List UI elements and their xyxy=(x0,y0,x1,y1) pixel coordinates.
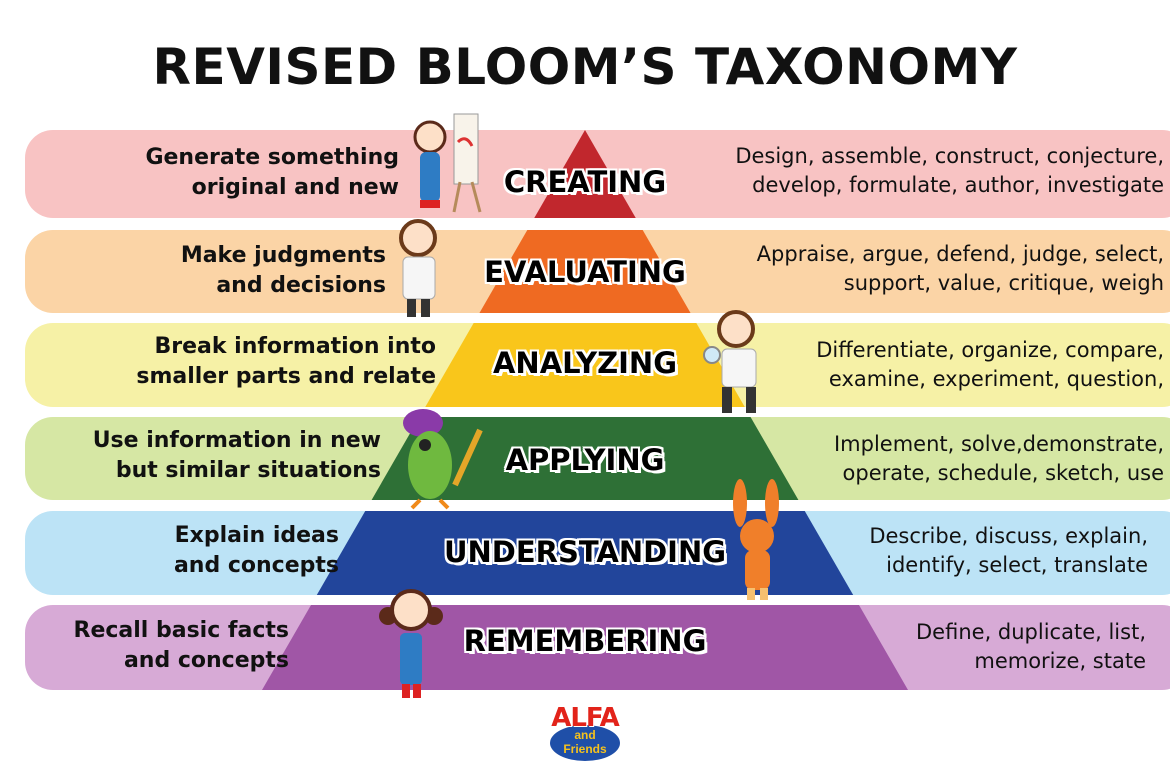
verbs-line: operate, schedule, sketch, use xyxy=(842,461,1164,485)
level-label-evaluating: EVALUATING xyxy=(484,255,686,289)
description-line: Explain ideas xyxy=(174,523,339,548)
description-line: smaller parts and relate xyxy=(136,364,436,389)
description-line: and decisions xyxy=(216,273,386,298)
description-line: and concepts xyxy=(123,648,289,673)
verbs-line: Differentiate, organize, compare, xyxy=(816,338,1164,362)
verbs-line: Describe, discuss, explain, xyxy=(869,524,1148,548)
description-line: but similar situations xyxy=(115,458,381,483)
pyramid-tier-evaluating xyxy=(479,230,691,313)
level-label-analyzing: ANALYZING xyxy=(492,346,677,380)
level-description: Use information in new but similar situat… xyxy=(93,426,381,486)
verbs-line: memorize, state xyxy=(974,649,1146,673)
pyramid-tier-creating xyxy=(534,130,636,218)
logo-text: and xyxy=(574,728,596,742)
verbs-line: identify, select, translate xyxy=(886,553,1148,577)
level-label-applying: APPLYING xyxy=(505,443,665,477)
verbs-line: Implement, solve,demonstrate, xyxy=(833,432,1164,456)
level-verbs: Define, duplicate, list, memorize, state xyxy=(916,618,1146,676)
painter-girl-illustration xyxy=(413,113,482,213)
thinking-girl-illustration xyxy=(379,589,443,698)
verbs-line: Appraise, argue, defend, judge, select, xyxy=(756,242,1164,266)
level-label-creating: CREATING xyxy=(503,165,667,199)
logo-text: Friends xyxy=(563,742,607,756)
level-verbs: Implement, solve,demonstrate, operate, sc… xyxy=(834,430,1164,488)
pyramid-tier-understanding xyxy=(316,511,854,595)
description-line: and concepts xyxy=(173,553,339,578)
verbs-line: Design, assemble, construct, conjecture, xyxy=(735,144,1164,168)
verbs-line: support, value, critique, weigh xyxy=(843,271,1164,295)
level-description: Explain ideas and concepts xyxy=(174,521,339,581)
description-line: Make judgments xyxy=(180,243,386,268)
boy-scientist-illustration xyxy=(399,219,437,317)
verbs-line: develop, formulate, author, investigate xyxy=(752,173,1164,197)
level-label-remembering: REMEMBERING xyxy=(463,624,707,658)
level-verbs: Design, assemble, construct, conjecture,… xyxy=(735,142,1164,200)
description-line: Use information in new xyxy=(92,428,381,453)
parrot-illustration xyxy=(403,409,483,510)
level-verbs: Differentiate, organize, compare, examine… xyxy=(816,336,1164,394)
level-verbs: Describe, discuss, explain, identify, sel… xyxy=(869,522,1148,580)
logo-text: ALFA xyxy=(551,703,620,733)
level-description: Recall basic facts and concepts xyxy=(74,616,290,676)
level-verbs: Appraise, argue, defend, judge, select, s… xyxy=(757,240,1164,298)
rabbit-illustration xyxy=(733,479,779,600)
description-line: Recall basic facts xyxy=(73,618,290,643)
verbs-line: examine, experiment, question, xyxy=(828,367,1164,391)
boy-magnifier-illustration xyxy=(703,310,757,413)
pyramid-tier-analyzing xyxy=(425,323,745,407)
level-label-understanding: UNDERSTANDING xyxy=(443,535,727,569)
description-line: original and new xyxy=(191,175,399,200)
page-title: REVISED BLOOM’S TAXONOMY xyxy=(152,38,1018,96)
description-line: Generate something xyxy=(145,145,399,170)
level-description: Make judgments and decisions xyxy=(181,241,386,301)
verbs-line: Define, duplicate, list, xyxy=(916,620,1146,644)
level-description: Generate something original and new xyxy=(145,143,399,203)
description-line: Break information into xyxy=(154,334,436,359)
level-description: Break information into smaller parts and … xyxy=(136,332,436,392)
